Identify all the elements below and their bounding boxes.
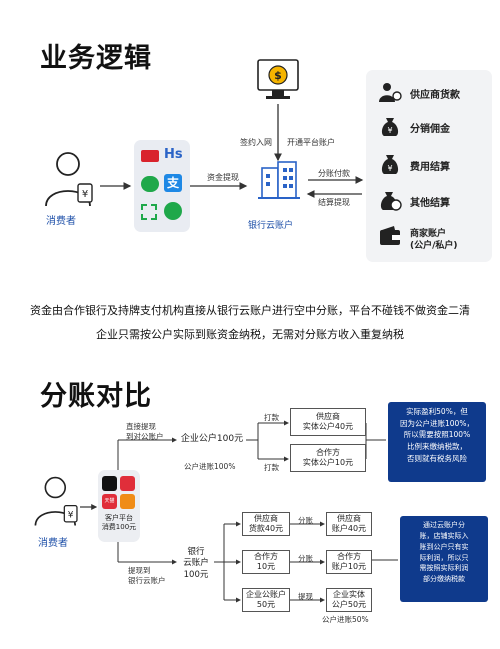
withdraw-label: 提现 (298, 592, 313, 601)
svg-text:$: $ (274, 69, 282, 82)
tmall-icon: 天猫 (102, 494, 117, 509)
label-settle-withdraw: 结算提现 (318, 198, 350, 207)
label-split-pay: 分账付款 (318, 169, 350, 178)
fee-bag-icon: ¥ (378, 154, 404, 180)
corp-entity-box: 企业实体 公户50元 (326, 588, 372, 612)
platform-label: 客户平台 消费100元 (101, 514, 137, 532)
supplier-icon (378, 82, 404, 108)
split-label-2: 分账 (298, 554, 313, 563)
target-fee-settlement: ¥ 费用结算 (378, 152, 488, 182)
summary-line-1: 资金由合作银行及持牌支付机构直接从银行云账户进行空中分账，平台不碰钱不做资金二清 (30, 304, 470, 317)
consumer-figure: ¥ (40, 150, 102, 210)
branch-cloud-withdraw: 提现到 银行云账户 (128, 566, 166, 585)
svg-text:¥: ¥ (68, 510, 74, 520)
supplier-sub-box: 供应商 货款40元 (242, 512, 290, 536)
unionpay-icon (141, 150, 159, 162)
corp-sub-box: 企业公账户 50元 (242, 588, 290, 612)
shop-icon (120, 494, 135, 509)
wallet-icon (378, 226, 404, 254)
section-title-logic: 业务逻辑 (40, 43, 152, 74)
partner-account-box: 合作方 账户10元 (326, 550, 372, 574)
person-icon: ¥ (45, 152, 93, 207)
corp-in-50-label: 公户进账50% (322, 615, 369, 624)
consumer-figure-2: ¥ (30, 474, 86, 530)
supplier-entity-box: 供应商 实体公户40元 (290, 408, 366, 436)
bank-building-icon (256, 160, 302, 200)
svg-text:¥: ¥ (387, 164, 392, 173)
partner-entity-box: 合作方 实体公户10元 (290, 444, 366, 472)
mini-program-icon (164, 202, 182, 220)
svg-text:¥: ¥ (387, 126, 392, 135)
target-other-settlement: 其他结算 (378, 188, 488, 218)
split-label-1: 分账 (298, 516, 313, 525)
corp-in-100-label: 公户进账100% (184, 462, 236, 471)
pay-label-1: 打款 (264, 413, 279, 422)
section-title-comparison: 分账对比 (40, 381, 152, 412)
partner-sub-box: 合作方 10元 (242, 550, 290, 574)
target-supplier-payment: 供应商货款 (378, 80, 488, 110)
wechat-pay-icon (141, 176, 159, 192)
cloud-account-label: 银行云账户 (248, 221, 294, 231)
tax-risk-note: 实际盈利50%，但 因为公户进账100%， 所以需要按照100% 比例来缴纳税款… (388, 402, 486, 482)
cloud-benefit-note: 通过云账户分 账，店铺实际入 账到公户只有实 际利润，所以只 需按照实际利润 部… (400, 516, 488, 602)
pinduoduo-icon (120, 476, 135, 491)
label-fund-withdraw: 资金提现 (207, 173, 239, 182)
client-platform-panel: 天猫 客户平台 消费100元 (98, 470, 140, 542)
douyin-icon (102, 476, 117, 491)
computer-icon: $ (254, 58, 302, 104)
cloud-account-box: 银行 云账户 100元 (183, 547, 209, 580)
person-icon: ¥ (34, 476, 78, 526)
pay-label-2: 打款 (264, 463, 279, 472)
corp-account-box: 企业公户100元 (180, 434, 244, 445)
consumer-label-2: 消费者 (38, 538, 68, 549)
supplier-account-box: 供应商 账户40元 (326, 512, 372, 536)
svg-text:¥: ¥ (82, 189, 88, 200)
scan-icon (141, 204, 157, 220)
consumer-label: 消费者 (46, 216, 76, 227)
target-merchant-account: 商家账户 (公户/私户) (378, 224, 488, 258)
huabei-mark: Hs (164, 147, 183, 162)
target-distribution-commission: ¥ 分销佣金 (378, 114, 488, 144)
label-open-platform: 开通平台账户 (287, 138, 335, 147)
money-bag-icon: ¥ (378, 116, 404, 142)
label-sign-network: 签约入网 (240, 138, 272, 147)
alipay-icon: 支 (164, 174, 182, 192)
branch-direct-withdraw: 直接提现 到对公账户 (126, 422, 164, 441)
summary-line-2: 企业只需按公户实际到账资金纳税，无需对分账方收入重复纳税 (96, 328, 404, 341)
other-settle-icon (378, 190, 404, 216)
payment-methods-panel: Hs 支 (134, 140, 190, 232)
